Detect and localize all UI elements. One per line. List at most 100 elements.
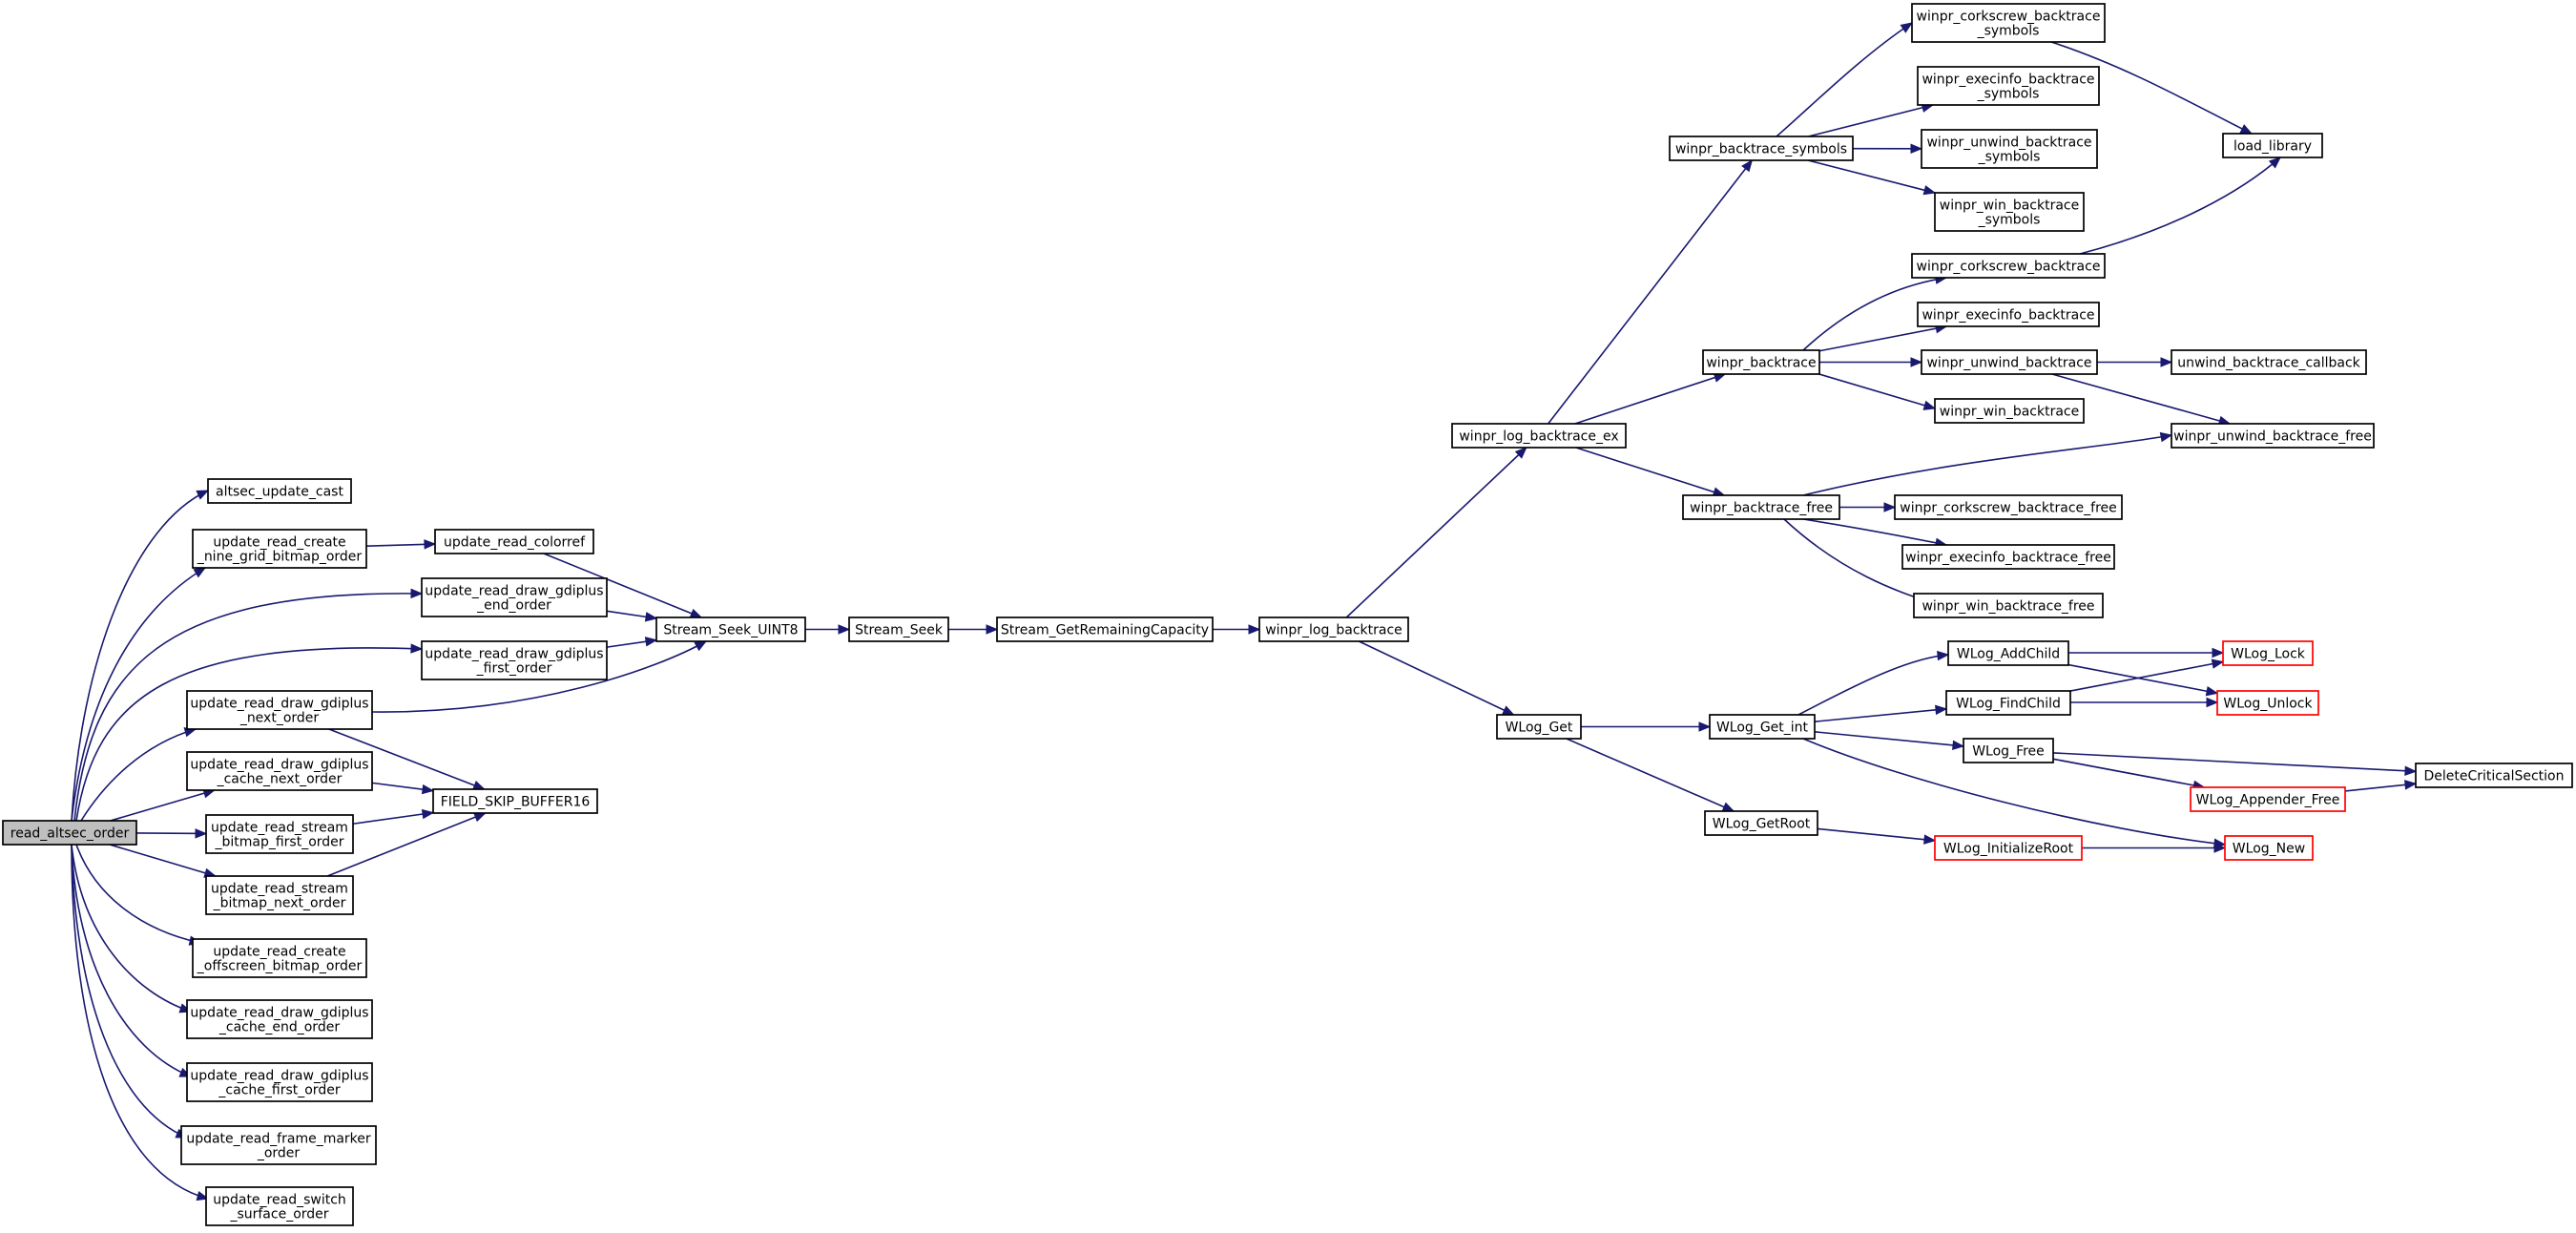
node-draw_gdiplus_cache_first[interactable]: update_read_draw_gdiplus_cache_first_ord… xyxy=(186,1062,373,1102)
edge-draw_gdiplus_end-to-Stream_Seek_UINT8 xyxy=(606,610,658,622)
node-draw_gdiplus_cache_end[interactable]: update_read_draw_gdiplus_cache_end_order xyxy=(186,999,373,1039)
arrowhead-icon xyxy=(644,612,658,622)
node-box xyxy=(1921,349,2098,375)
node-WLog_Lock[interactable]: WLog_Lock xyxy=(2222,640,2314,666)
arrowhead-icon xyxy=(1910,143,1923,155)
node-read_colorref[interactable]: update_read_colorref xyxy=(434,529,594,554)
node-winpr_corkscrew_backtrace_free[interactable]: winpr_corkscrew_backtrace_free xyxy=(1894,494,2123,520)
edge-read_altsec_order-to-draw_gdiplus_next xyxy=(80,727,197,822)
node-draw_gdiplus_cache_next[interactable]: update_read_draw_gdiplus_cache_next_orde… xyxy=(186,751,373,791)
arrowhead-icon xyxy=(410,588,424,599)
edge-winpr_backtrace_free-to-winpr_corkscrew_backtrace_free xyxy=(1839,502,1897,512)
edge-Stream_GetRemainingCapacity-to-winpr_log_backtrace xyxy=(1213,624,1261,635)
node-label: load_library xyxy=(2233,139,2312,155)
node-frame_marker[interactable]: update_read_frame_marker_order xyxy=(180,1125,377,1165)
node-unwind_backtrace_callback[interactable]: unwind_backtrace_callback xyxy=(2171,349,2367,375)
node-label: winpr_win_backtrace xyxy=(1940,199,2079,214)
node-FIELD_SKIP_BUFFER16[interactable]: FIELD_SKIP_BUFFER16 xyxy=(432,788,598,814)
node-winpr_log_backtrace[interactable]: winpr_log_backtrace xyxy=(1258,616,1409,642)
node-stream_bitmap_next[interactable]: update_read_stream_bitmap_next_order xyxy=(205,875,354,915)
node-label: _next_order xyxy=(239,711,320,726)
edge-winpr_backtrace_symbols-to-unwind_symbols xyxy=(1852,143,1923,155)
edge-line xyxy=(2052,752,2417,773)
edge-Stream_Seek_UINT8-to-Stream_Seek xyxy=(805,624,851,635)
node-win_symbols[interactable]: winpr_win_backtrace_symbols xyxy=(1934,192,2085,232)
node-Stream_Seek[interactable]: Stream_Seek xyxy=(848,616,949,642)
node-read_altsec_order[interactable]: read_altsec_order xyxy=(2,820,137,846)
edge-WLog_Get-to-WLog_Get_int xyxy=(1581,721,1712,732)
node-winpr_log_backtrace_ex[interactable]: winpr_log_backtrace_ex xyxy=(1451,423,1627,449)
edge-line xyxy=(2069,660,2224,692)
node-WLog_Free[interactable]: WLog_Free xyxy=(1963,738,2054,763)
node-WLog_Get_int[interactable]: WLog_Get_int xyxy=(1709,714,1816,740)
node-draw_gdiplus_end[interactable]: update_read_draw_gdiplus_end_order xyxy=(421,577,608,617)
node-box xyxy=(1947,640,2069,666)
edge-read_altsec_order-to-frame_marker xyxy=(71,844,189,1139)
node-winpr_execinfo_backtrace[interactable]: winpr_execinfo_backtrace xyxy=(1917,302,2100,327)
node-altsec_update_cast[interactable]: altsec_update_cast xyxy=(207,478,352,504)
edge-WLog_AddChild-to-WLog_Unlock xyxy=(2067,663,2219,697)
node-box xyxy=(2222,640,2314,666)
arrowhead-icon xyxy=(838,624,851,635)
edge-line xyxy=(1575,447,1725,496)
node-WLog_New[interactable]: WLog_New xyxy=(2224,835,2314,861)
node-winpr_corkscrew_backtrace[interactable]: winpr_corkscrew_backtrace xyxy=(1911,253,2106,279)
node-switch_surface[interactable]: update_read_switch_surface_order xyxy=(205,1186,354,1226)
node-winpr_backtrace_symbols[interactable]: winpr_backtrace_symbols xyxy=(1669,136,1854,161)
node-WLog_InitializeRoot[interactable]: WLog_InitializeRoot xyxy=(1934,835,2083,861)
edge-line xyxy=(1802,518,1947,546)
edge-line xyxy=(371,640,707,713)
node-winpr_backtrace_free[interactable]: winpr_backtrace_free xyxy=(1682,494,1840,520)
node-winpr_win_backtrace[interactable]: winpr_win_backtrace xyxy=(1934,398,2085,424)
node-WLog_AddChild[interactable]: WLog_AddChild xyxy=(1947,640,2069,666)
node-winpr_unwind_backtrace[interactable]: winpr_unwind_backtrace xyxy=(1921,349,2098,375)
node-winpr_unwind_backtrace_free[interactable]: winpr_unwind_backtrace_free xyxy=(2171,423,2375,449)
node-WLog_Unlock[interactable]: WLog_Unlock xyxy=(2216,690,2319,716)
edge-read_altsec_order-to-draw_gdiplus_cache_end xyxy=(71,844,193,1014)
edge-line xyxy=(2344,783,2417,792)
node-execinfo_symbols[interactable]: winpr_execinfo_backtrace_symbols xyxy=(1917,66,2100,106)
node-winpr_win_backtrace_free[interactable]: winpr_win_backtrace_free xyxy=(1913,593,2104,618)
node-corkscrew_symbols[interactable]: winpr_corkscrew_backtrace_symbols xyxy=(1911,3,2106,43)
node-WLog_Appender_Free[interactable]: WLog_Appender_Free xyxy=(2190,786,2346,812)
node-box xyxy=(432,788,598,814)
node-Stream_GetRemainingCapacity[interactable]: Stream_GetRemainingCapacity xyxy=(996,616,1214,642)
arrowhead-icon xyxy=(2404,765,2418,776)
node-draw_gdiplus_first[interactable]: update_read_draw_gdiplus_first_order xyxy=(421,640,608,680)
node-box xyxy=(655,616,806,642)
arrowhead-icon xyxy=(1922,185,1937,196)
node-box xyxy=(2224,835,2314,861)
arrowhead-icon xyxy=(193,567,207,578)
node-create_offscreen[interactable]: update_read_create_offscreen_bitmap_orde… xyxy=(192,938,367,978)
node-box xyxy=(848,616,949,642)
node-label: winpr_unwind_backtrace xyxy=(1926,356,2091,371)
edge-winpr_backtrace-to-winpr_unwind_backtrace xyxy=(1819,357,1923,367)
arrowhead-icon xyxy=(1248,624,1261,635)
node-WLog_Get[interactable]: WLog_Get xyxy=(1496,714,1582,740)
edge-WLog_InitializeRoot-to-WLog_New xyxy=(2082,843,2227,853)
node-create_nine_grid[interactable]: update_read_create_nine_grid_bitmap_orde… xyxy=(192,529,367,569)
node-winpr_backtrace[interactable]: winpr_backtrace xyxy=(1702,349,1820,375)
node-winpr_execinfo_backtrace_free[interactable]: winpr_execinfo_backtrace_free xyxy=(1901,544,2115,570)
node-WLog_GetRoot[interactable]: WLog_GetRoot xyxy=(1704,810,1818,836)
edge-read_altsec_order-to-draw_gdiplus_cache_first xyxy=(71,844,193,1077)
edge-winpr_log_backtrace_ex-to-winpr_backtrace_symbols xyxy=(1548,158,1754,425)
node-Stream_Seek_UINT8[interactable]: Stream_Seek_UINT8 xyxy=(655,616,806,642)
node-box xyxy=(2415,763,2573,788)
edge-line xyxy=(1808,104,1934,137)
node-unwind_symbols[interactable]: winpr_unwind_backtrace_symbols xyxy=(1921,129,2098,169)
edge-winpr_log_backtrace_ex-to-winpr_backtrace xyxy=(1574,372,1727,425)
arrowhead-icon xyxy=(2205,686,2219,697)
node-WLog_FindChild[interactable]: WLog_FindChild xyxy=(1945,690,2071,716)
edge-winpr_backtrace-to-winpr_execinfo_backtrace xyxy=(1818,324,1948,352)
edge-line xyxy=(1802,738,2226,846)
edge-line xyxy=(352,811,434,825)
edge-line xyxy=(1802,277,1947,351)
edge-WLog_Get_int-to-WLog_FindChild xyxy=(1814,704,1948,722)
node-load_library[interactable]: load_library xyxy=(2222,133,2323,158)
node-draw_gdiplus_next[interactable]: update_read_draw_gdiplus_next_order xyxy=(186,690,373,730)
node-stream_bitmap_first[interactable]: update_read_stream_bitmap_first_order xyxy=(205,814,354,854)
node-label: WLog_Lock xyxy=(2231,647,2306,662)
node-box xyxy=(186,1062,373,1102)
node-DeleteCriticalSection[interactable]: DeleteCriticalSection xyxy=(2415,763,2573,788)
